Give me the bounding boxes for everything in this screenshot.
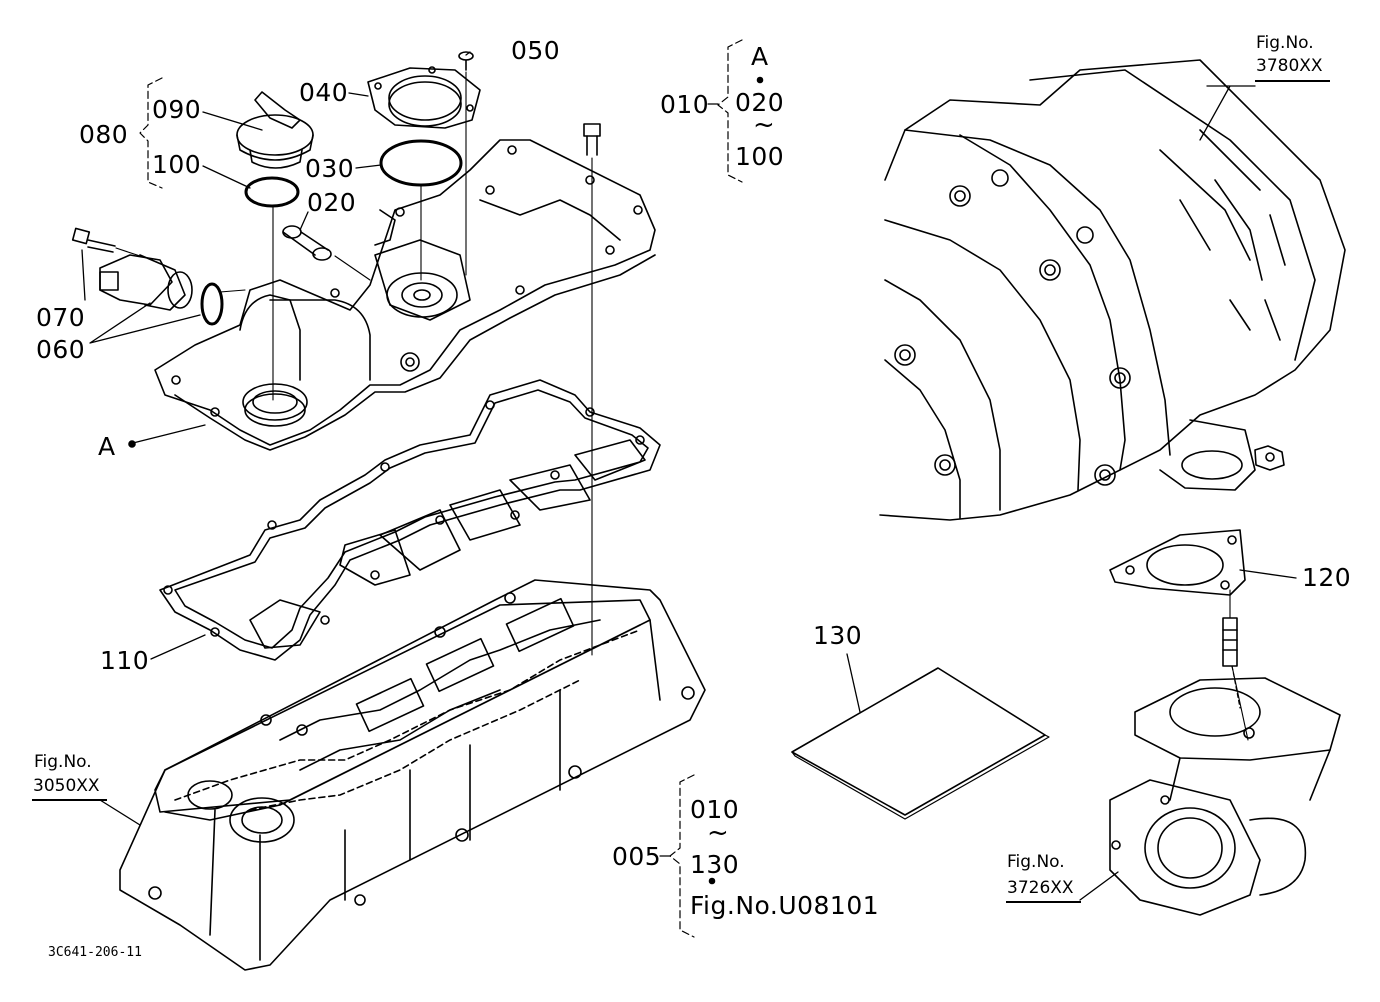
fig-ref-underline-3726: [1006, 901, 1081, 903]
group-005-fig-ref[interactable]: Fig.No.U08101: [690, 891, 880, 920]
group-010-range-from[interactable]: 020: [735, 88, 785, 117]
oil-filler-cap-drawing: [236, 91, 314, 169]
exhaust-elbow-drawing: [1109, 677, 1341, 916]
fig-ref-number-3726[interactable]: 3726XX: [1007, 878, 1074, 898]
screw-050-drawing: [458, 51, 474, 71]
group-005-label[interactable]: 005: [612, 842, 662, 871]
bolt-070-drawing: [71, 227, 116, 253]
gasket-120-drawing: [1109, 529, 1246, 596]
part-label-120[interactable]: 120: [1302, 563, 1352, 592]
part-label-020[interactable]: 020: [307, 188, 357, 217]
fig-ref-underline-3050: [32, 799, 107, 801]
cover-plate-drawing: [367, 66, 481, 129]
gasket-110-drawing: [159, 379, 661, 661]
head-cover-drawing: [154, 139, 656, 451]
group-005-range-to[interactable]: 130: [690, 850, 740, 879]
part-label-060[interactable]: 060: [36, 335, 86, 364]
dot-005: [708, 877, 716, 885]
group-010-range-to[interactable]: 100: [735, 142, 785, 171]
stud-drawing: [1222, 617, 1238, 667]
part-label-110[interactable]: 110: [100, 646, 150, 675]
fig-ref-number-3780[interactable]: 3780XX: [1256, 56, 1323, 76]
part-label-090[interactable]: 090: [152, 95, 202, 124]
group-010-ref: A: [751, 42, 769, 71]
part-label-080[interactable]: 080: [79, 120, 129, 149]
alignment-lines: [115, 71, 1249, 741]
o-ring-060-drawing: [200, 282, 224, 326]
brackets: [139, 39, 743, 938]
part-label-130[interactable]: 130: [813, 621, 863, 650]
drawing-id: 3C641-206-11: [48, 945, 142, 960]
dpf-assembly-drawing: [879, 59, 1346, 521]
pipe-020-drawing: [282, 225, 332, 261]
sensor-060-drawing: [99, 254, 193, 311]
o-ring-100-drawing: [244, 176, 300, 208]
leader-lines: [81, 51, 1297, 901]
sheet-130-drawing: [791, 667, 1046, 816]
callout-A-dot: [128, 440, 136, 448]
part-label-050[interactable]: 050: [511, 36, 561, 65]
o-ring-030-drawing: [379, 139, 463, 187]
fig-ref-title-3050: Fig.No.: [34, 752, 92, 772]
group-005-range-from[interactable]: 010: [690, 795, 740, 824]
part-label-070[interactable]: 070: [36, 303, 86, 332]
fig-ref-underline-3780: [1255, 80, 1330, 82]
bolt-cover-drawing: [583, 123, 601, 156]
part-label-040[interactable]: 040: [299, 78, 349, 107]
part-label-100[interactable]: 100: [152, 150, 202, 179]
fig-ref-title-3726: Fig.No.: [1007, 852, 1065, 872]
callout-label-A[interactable]: A: [98, 432, 116, 461]
fig-ref-number-3050[interactable]: 3050XX: [33, 776, 100, 796]
fig-ref-title-3780: Fig.No.: [1256, 33, 1314, 53]
tilde-005: ~: [707, 818, 729, 848]
group-010-label[interactable]: 010: [660, 90, 710, 119]
dot-010: [756, 76, 764, 84]
tilde-010: ~: [753, 110, 775, 140]
part-label-030[interactable]: 030: [305, 154, 355, 183]
sheet-130-edge: [791, 734, 1050, 820]
cylinder-head-drawing: [119, 579, 706, 971]
